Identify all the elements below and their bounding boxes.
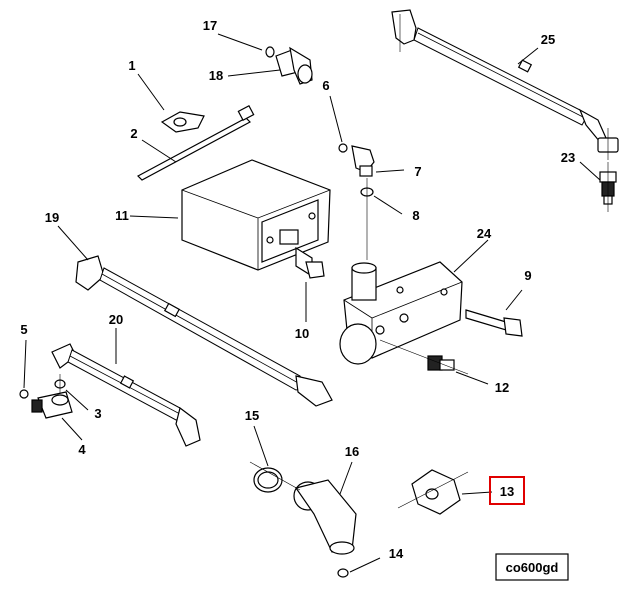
- callout-16[interactable]: 16: [345, 444, 359, 459]
- part-25-hose-assembly[interactable]: [391, 9, 619, 160]
- part-18-connector[interactable]: [275, 46, 313, 85]
- part-13-plug[interactable]: [397, 469, 469, 515]
- callout-6[interactable]: 6: [322, 78, 329, 93]
- leader-lines: [23, 33, 601, 573]
- part-15-o-ring[interactable]: [253, 467, 283, 493]
- drawing-code-box: [495, 553, 569, 581]
- callout-2[interactable]: 2: [130, 126, 137, 141]
- callout-20[interactable]: 20: [109, 312, 123, 327]
- part-24-valve-body[interactable]: [339, 261, 463, 365]
- callout-17[interactable]: 17: [203, 18, 217, 33]
- callout-10[interactable]: 10: [295, 326, 309, 341]
- part-3-o-ring[interactable]: [54, 374, 66, 394]
- part-12-fitting[interactable]: [379, 339, 469, 375]
- callout-18[interactable]: 18: [209, 68, 223, 83]
- part-9-bolt[interactable]: [465, 309, 523, 337]
- part-14-o-ring[interactable]: [337, 568, 349, 578]
- part-20-hose-assembly[interactable]: [51, 343, 201, 447]
- callout-9[interactable]: 9: [524, 268, 531, 283]
- callout-1[interactable]: 1: [128, 58, 135, 73]
- callout-25[interactable]: 25: [541, 32, 555, 47]
- part-19-hose-assembly[interactable]: [75, 255, 333, 407]
- callout-4[interactable]: 4: [78, 442, 86, 457]
- part-5-o-ring[interactable]: [19, 389, 29, 399]
- callout-7[interactable]: 7: [414, 164, 421, 179]
- part-16-elbow-fitting[interactable]: [249, 461, 357, 555]
- drawing-code: co600gd: [506, 560, 559, 575]
- highlight-box-callout-13: [489, 476, 525, 505]
- callout-15[interactable]: 15: [245, 408, 259, 423]
- part-23-fitting[interactable]: [599, 162, 617, 212]
- part-2-cable-tie[interactable]: [137, 104, 255, 181]
- part-6-o-ring[interactable]: [338, 143, 348, 153]
- callout-14[interactable]: 14: [389, 546, 404, 561]
- callout-12[interactable]: 12: [495, 380, 509, 395]
- callout-19[interactable]: 19: [45, 210, 59, 225]
- part-7-elbow-fitting[interactable]: [351, 145, 375, 177]
- callout-8[interactable]: 8: [412, 208, 419, 223]
- callout-13[interactable]: 13: [500, 484, 514, 499]
- part-4-elbow[interactable]: [31, 391, 73, 419]
- part-10-bolt[interactable]: [295, 246, 325, 279]
- part-17-o-ring[interactable]: [265, 46, 275, 58]
- part-1-clamp[interactable]: [160, 111, 205, 133]
- callout-11[interactable]: 11: [115, 208, 129, 223]
- part-8-o-ring[interactable]: [360, 178, 374, 260]
- part-11-block[interactable]: [181, 159, 331, 271]
- callout-24[interactable]: 24: [477, 226, 492, 241]
- callout-23[interactable]: 23: [561, 150, 575, 165]
- callout-3[interactable]: 3: [94, 406, 101, 421]
- callout-5[interactable]: 5: [20, 322, 27, 337]
